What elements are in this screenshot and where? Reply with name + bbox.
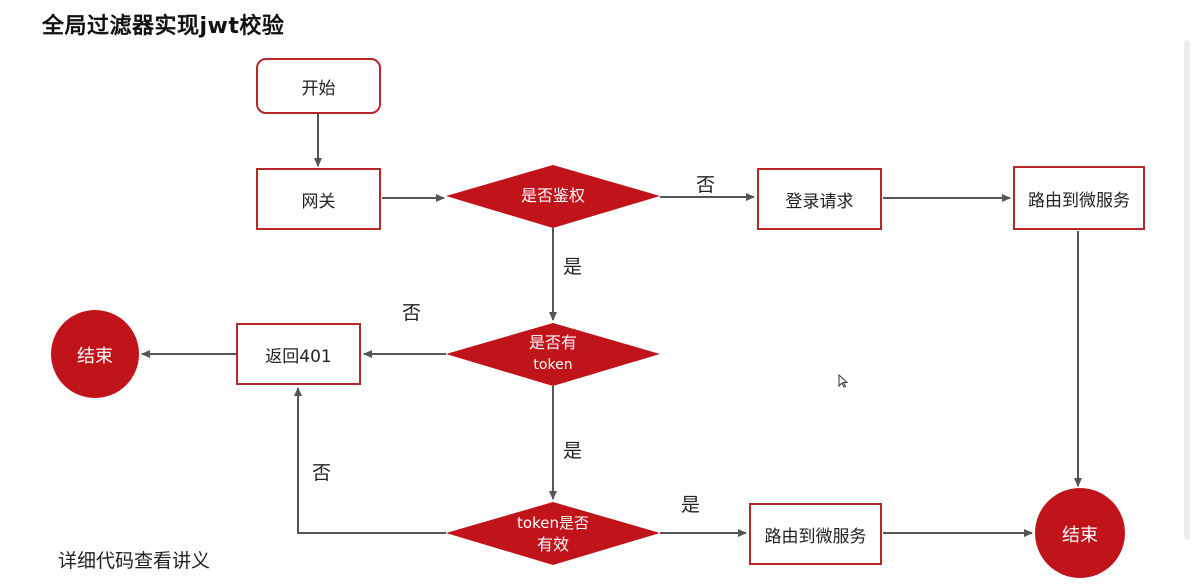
edge-label-auth-no: 否 xyxy=(696,174,716,196)
diamond-token-valid xyxy=(446,502,660,565)
end-circle-left xyxy=(51,310,139,398)
node-route-top: 路由到微服务 xyxy=(1013,166,1145,230)
diamond-is-auth-label: 是否鉴权 xyxy=(520,186,585,205)
node-start: 开始 xyxy=(256,58,381,114)
arrow-valid-to-401 xyxy=(294,387,446,534)
page-title: 全局过滤器实现jwt校验 xyxy=(42,14,285,39)
node-gateway: 网关 xyxy=(256,168,381,230)
diamond-has-token-label-2: token xyxy=(533,357,573,373)
edge-label-valid-no: 否 xyxy=(312,462,332,484)
end-circle-right xyxy=(1035,488,1125,578)
diamond-has-token xyxy=(446,323,660,386)
vertical-scrollbar[interactable] xyxy=(1184,40,1190,540)
node-login-request: 登录请求 xyxy=(757,168,882,230)
diamond-token-valid-label-2: 有效 xyxy=(536,535,569,554)
edge-label-has-token-no: 否 xyxy=(402,302,422,324)
edge-label-has-token-yes: 是 xyxy=(563,440,583,462)
node-route-bottom: 路由到微服务 xyxy=(749,503,882,565)
mouse-cursor-icon xyxy=(838,374,848,388)
node-return-401: 返回401 xyxy=(236,323,361,385)
end-left-label: 结束 xyxy=(77,346,113,367)
diamond-has-token-label-1: 是否有 xyxy=(528,333,577,352)
diamond-is-auth xyxy=(446,165,660,228)
footnote: 详细代码查看讲义 xyxy=(58,550,211,572)
edge-label-auth-yes: 是 xyxy=(563,256,583,278)
edge-label-valid-yes: 是 xyxy=(681,494,701,516)
end-right-label: 结束 xyxy=(1062,525,1098,546)
diamond-token-valid-label-1: token是否 xyxy=(517,514,589,532)
